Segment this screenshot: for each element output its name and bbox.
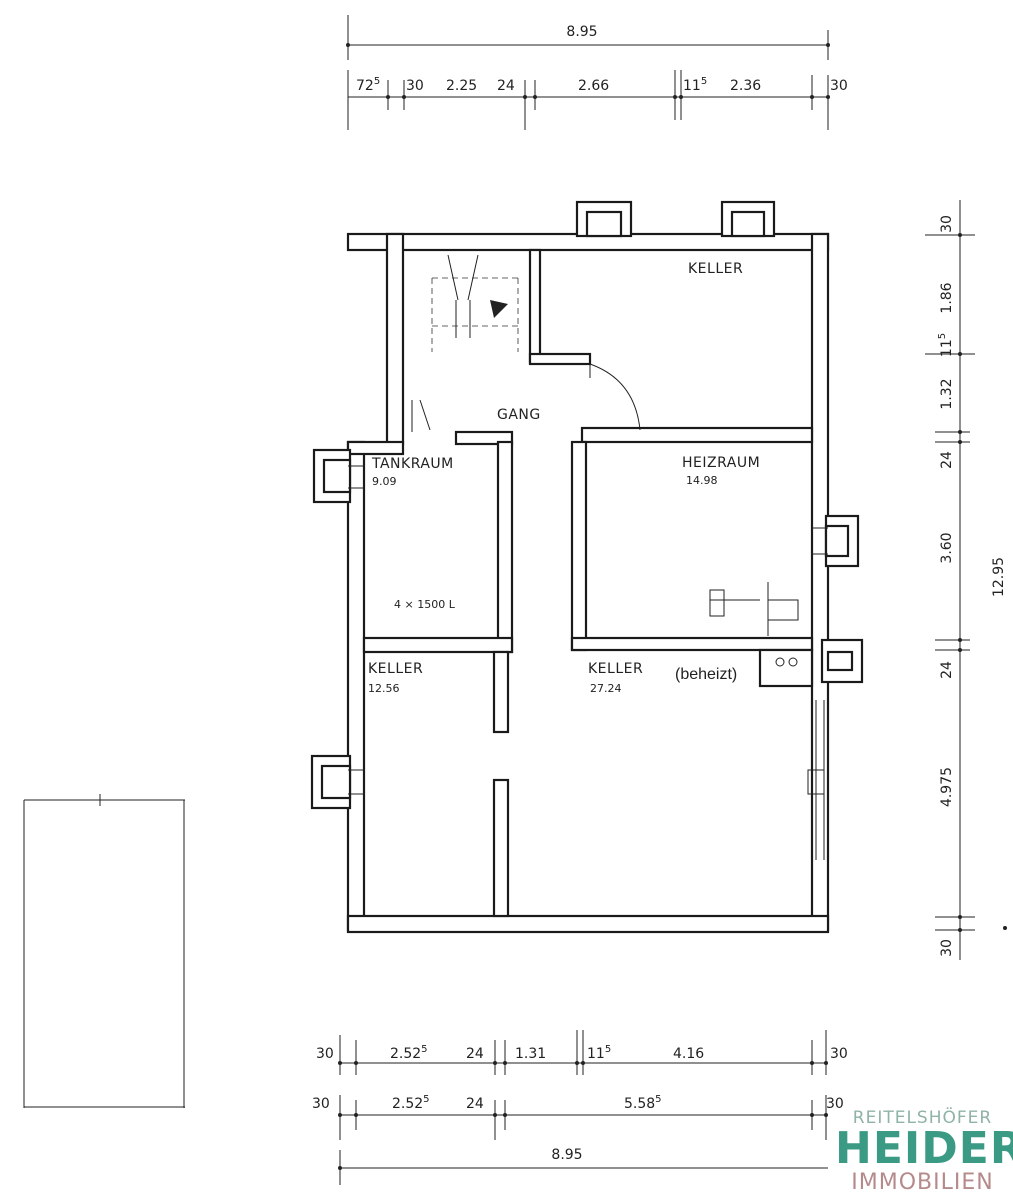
- dim-top-5: 2.66: [578, 78, 609, 94]
- dim-right-1: 30: [939, 215, 955, 233]
- area-keller-right: 27.24: [590, 682, 622, 695]
- note-tanks: 4 × 1500 L: [394, 598, 456, 611]
- label-gang: GANG: [497, 407, 541, 423]
- dim-top-8: 30: [830, 78, 848, 94]
- label-keller-left: KELLER: [368, 661, 423, 677]
- dim-bottom2-1: 30: [312, 1096, 330, 1112]
- area-tankraum: 9.09: [372, 475, 397, 488]
- label-keller-right: KELLER: [588, 661, 643, 677]
- area-keller-left: 12.56: [368, 682, 400, 695]
- dim-bottom-total: 8.95: [551, 1147, 582, 1163]
- dim-top-4: 24: [497, 78, 515, 94]
- dim-right-7: 24: [939, 661, 955, 679]
- dim-right-5: 24: [939, 451, 955, 469]
- dim-bottom2-5: 30: [826, 1096, 844, 1112]
- logo-line-1: REITELSHÖFER: [852, 1108, 993, 1128]
- dim-top-1: 725: [356, 76, 380, 94]
- dim-top-total: 8.95: [566, 24, 597, 40]
- dim-right-total: 12.95: [991, 557, 1007, 597]
- dim-top-2: 30: [406, 78, 424, 94]
- dim-bottom1-6: 4.16: [673, 1046, 704, 1062]
- label-heizraum: HEIZRAUM: [682, 455, 760, 471]
- company-logo: REITELSHÖFER HEIDER IMMOBILIEN: [835, 1108, 1013, 1195]
- label-tankraum: TANKRAUM: [371, 456, 454, 472]
- dim-right-4: 1.32: [939, 378, 955, 409]
- dim-top-3: 2.25: [446, 78, 477, 94]
- dim-top-6: 115: [683, 76, 707, 94]
- dim-bottom2-3: 24: [466, 1096, 484, 1112]
- top-dimensions: 8.95 725 30 2.25 24 2.66 115 2.36 30: [346, 15, 848, 130]
- dim-right-3: 115: [937, 333, 955, 357]
- dim-bottom1-1: 30: [316, 1046, 334, 1062]
- dim-right-2: 1.86: [939, 282, 955, 313]
- dim-bottom2-2: 2.525: [392, 1094, 430, 1112]
- dim-bottom1-5: 115: [587, 1044, 611, 1062]
- dim-top-7: 2.36: [730, 78, 761, 94]
- dim-bottom1-3: 24: [466, 1046, 484, 1062]
- building: [310, 200, 864, 934]
- label-beheizt: (beheizt): [675, 666, 737, 683]
- logo-line-2: HEIDER: [835, 1123, 1013, 1174]
- area-heizraum: 14.98: [686, 474, 718, 487]
- bottom-dimensions: 30 2.525 24 1.31 115 4.16 30 30 2.525 24…: [312, 1030, 848, 1185]
- dim-right-6: 3.60: [939, 532, 955, 563]
- dim-bottom1-7: 30: [830, 1046, 848, 1062]
- dim-right-9: 30: [939, 939, 955, 957]
- dim-right-8: 4.975: [939, 767, 955, 807]
- garage-outline: [23, 794, 185, 1108]
- logo-line-3: IMMOBILIEN: [851, 1170, 994, 1195]
- dim-bottom1-2: 2.525: [390, 1044, 428, 1062]
- right-dimensions: 30 1.86 115 1.32 24 3.60 24 4.975 30 12.…: [925, 200, 1007, 960]
- room-labels: KELLER GANG TANKRAUM 9.09 4 × 1500 L HEI…: [368, 261, 760, 695]
- label-keller-top: KELLER: [688, 261, 743, 277]
- dim-bottom2-4: 5.585: [624, 1094, 662, 1112]
- dim-bottom1-4: 1.31: [515, 1046, 546, 1062]
